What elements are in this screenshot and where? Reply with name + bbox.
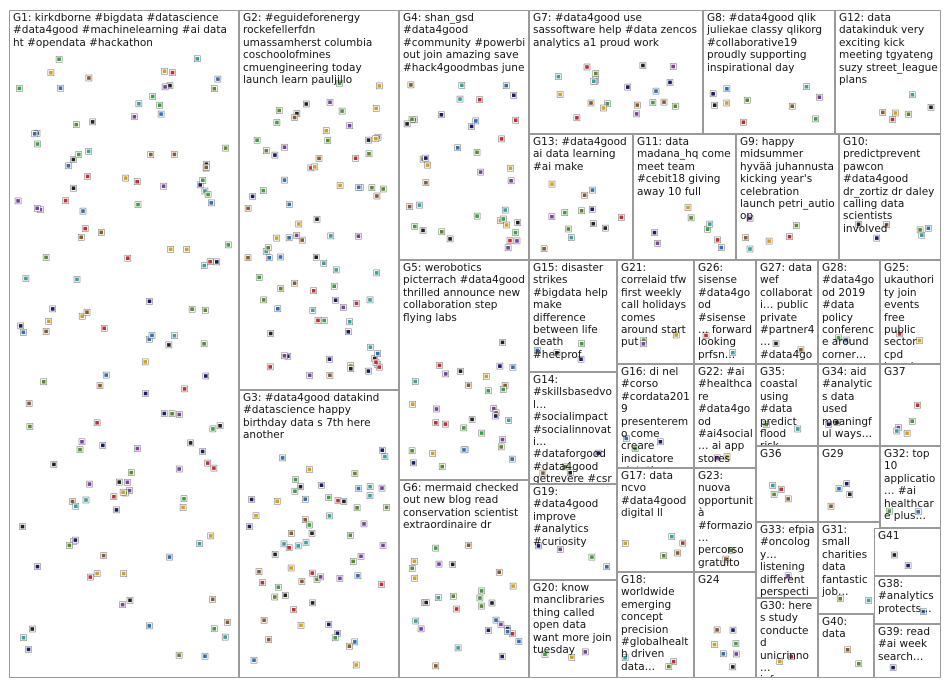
group-label-g3: G3: #data4good datakind #datascience hap… xyxy=(243,392,396,442)
group-box-g26[interactable]: G26: sisense #data4good #sisense… forwar… xyxy=(694,260,756,364)
group-box-g2[interactable]: G2: #eguideforenergy rockefellerfdn umas… xyxy=(239,10,399,390)
group-box-g32[interactable]: G32: top 10 applicatio… #ai healthcare p… xyxy=(880,446,941,528)
group-box-g8[interactable]: G8: #data4good qlik juliekae classy qlik… xyxy=(703,10,835,134)
group-label-g21: G21: correlaid tfw first weekly call hol… xyxy=(621,262,691,349)
group-box-g21[interactable]: G21: correlaid tfw first weekly call hol… xyxy=(617,260,694,364)
group-label-g12: G12: data datakinduk very exciting kick … xyxy=(839,12,938,86)
group-label-g33: G33: efpia #oncology… listening differen… xyxy=(760,524,815,598)
group-label-g39: G39: read #ai week search… xyxy=(878,626,938,663)
group-box-g35[interactable]: G35: coastal using #data predict flood r… xyxy=(756,364,818,446)
group-box-g14[interactable]: G14: #skillsbasedvol… #socialimpact #soc… xyxy=(529,372,617,484)
group-label-g15: G15: disaster strikes #bigdata help make… xyxy=(533,262,614,361)
group-label-g10: G10: predictprevent pawcon #data4good dr… xyxy=(843,136,938,235)
group-box-g37[interactable]: G37 xyxy=(880,364,941,446)
group-box-g12[interactable]: G12: data datakinduk very exciting kick … xyxy=(835,10,941,134)
group-box-g7[interactable]: G7: #data4good use sassoftware help #dat… xyxy=(529,10,703,134)
group-box-g34[interactable]: G34: aid #analytics data used meaningful… xyxy=(818,364,880,446)
group-box-g20[interactable]: G20: know manclibraries thing called ope… xyxy=(529,580,617,678)
group-box-g10[interactable]: G10: predictprevent pawcon #data4good dr… xyxy=(839,134,941,260)
group-box-g40[interactable]: G40: data xyxy=(818,614,874,678)
group-box-g23[interactable]: G23: nuova opportunità #formazio… percor… xyxy=(694,468,756,572)
group-box-g30[interactable]: G30: here s study conducted unicrinno… i… xyxy=(756,598,818,678)
group-label-g23: G23: nuova opportunità #formazio… percor… xyxy=(698,470,753,572)
group-box-g11[interactable]: G11: data madana_hq come meet team #cebi… xyxy=(633,134,736,260)
group-box-g41[interactable]: G41 xyxy=(874,528,941,576)
group-box-g5[interactable]: G5: werobotics picterrach #data4good thr… xyxy=(399,260,529,480)
group-label-g2: G2: #eguideforenergy rockefellerfdn umas… xyxy=(243,12,396,86)
group-label-g25: G25: ukauthority join events free public… xyxy=(884,262,938,364)
group-box-g24[interactable]: G24 xyxy=(694,572,756,678)
group-box-g38[interactable]: G38: #analytics protects… xyxy=(874,576,941,624)
group-label-g9: G9: happy midsummer hyvää juhannusta kic… xyxy=(740,136,836,223)
group-box-g13[interactable]: G13: #data4good ai data learning #ai mak… xyxy=(529,134,633,260)
group-box-g1[interactable]: G1: kirkdborne #bigdata #datascience #da… xyxy=(9,10,239,678)
group-box-g25[interactable]: G25: ukauthority join events free public… xyxy=(880,260,941,364)
group-box-g33[interactable]: G33: efpia #oncology… listening differen… xyxy=(756,522,818,598)
group-label-g7: G7: #data4good use sassoftware help #dat… xyxy=(533,12,700,49)
group-label-g20: G20: know manclibraries thing called ope… xyxy=(533,582,614,656)
group-box-g28[interactable]: G28: #data4good 2019 #data policy confer… xyxy=(818,260,880,364)
group-box-g22[interactable]: G22: #ai #healthcare #data4good #ai4soci… xyxy=(694,364,756,468)
group-label-g35: G35: coastal using #data predict flood r… xyxy=(760,366,815,446)
group-label-g1: G1: kirkdborne #bigdata #datascience #da… xyxy=(13,12,236,49)
group-label-g22: G22: #ai #healthcare #data4good #ai4soci… xyxy=(698,366,753,468)
group-box-g6[interactable]: G6: mermaid checked out new blog read co… xyxy=(399,480,529,678)
group-box-g17[interactable]: G17: data ncvo #data4good digital ll xyxy=(617,468,694,572)
group-label-g34: G34: aid #analytics data used meaningful… xyxy=(822,366,877,440)
group-label-g29: G29 xyxy=(822,448,877,460)
group-label-g38: G38: #analytics protects… xyxy=(878,578,938,615)
group-label-g36: G36 xyxy=(760,448,815,460)
group-box-g15[interactable]: G15: disaster strikes #bigdata help make… xyxy=(529,260,617,372)
group-box-g27[interactable]: G27: data wef collaborati… public privat… xyxy=(756,260,818,364)
group-box-g16[interactable]: G16: di nel #corso #cordata2019 presente… xyxy=(617,364,694,468)
group-label-g26: G26: sisense #data4good #sisense… forwar… xyxy=(698,262,753,361)
group-label-g32: G32: top 10 applicatio… #ai healthcare p… xyxy=(884,448,938,522)
group-box-g19[interactable]: G19: #data4good improve #analytics #curi… xyxy=(529,484,617,580)
group-label-g19: G19: #data4good improve #analytics #curi… xyxy=(533,486,614,548)
group-label-g27: G27: data wef collaborati… public privat… xyxy=(760,262,815,364)
group-label-g37: G37 xyxy=(884,366,938,378)
group-label-g14: G14: #skillsbasedvol… #socialimpact #soc… xyxy=(533,374,614,484)
group-box-g3[interactable]: G3: #data4good datakind #datascience hap… xyxy=(239,390,399,678)
group-label-g24: G24 xyxy=(698,574,753,586)
group-label-g40: G40: data xyxy=(822,616,871,641)
group-label-g17: G17: data ncvo #data4good digital ll xyxy=(621,470,691,520)
group-label-g11: G11: data madana_hq come meet team #cebi… xyxy=(637,136,733,198)
group-label-g31: G31: small charities data fantastic job… xyxy=(822,524,877,598)
group-label-g41: G41 xyxy=(878,530,938,542)
group-label-g28: G28: #data4good 2019 #data policy confer… xyxy=(822,262,877,361)
group-label-g13: G13: #data4good ai data learning #ai mak… xyxy=(533,136,630,173)
group-label-g16: G16: di nel #corso #cordata2019 presente… xyxy=(621,366,691,468)
group-label-g4: G4: shan_gsd #data4good #community #powe… xyxy=(403,12,526,74)
group-label-g5: G5: werobotics picterrach #data4good thr… xyxy=(403,262,526,324)
group-box-g4[interactable]: G4: shan_gsd #data4good #community #powe… xyxy=(399,10,529,260)
group-label-g18: G18: worldwide emerging concept precisio… xyxy=(621,574,691,673)
group-label-g6: G6: mermaid checked out new blog read co… xyxy=(403,482,526,532)
group-box-g18[interactable]: G18: worldwide emerging concept precisio… xyxy=(617,572,694,678)
group-box-g29[interactable]: G29 xyxy=(818,446,880,522)
group-box-g31[interactable]: G31: small charities data fantastic job… xyxy=(818,522,880,614)
group-label-g30: G30: here s study conducted unicrinno… i… xyxy=(760,600,815,678)
group-box-g39[interactable]: G39: read #ai week search… xyxy=(874,624,941,678)
group-label-g8: G8: #data4good qlik juliekae classy qlik… xyxy=(707,12,832,74)
group-box-g9[interactable]: G9: happy midsummer hyvää juhannusta kic… xyxy=(736,134,839,260)
group-box-g36[interactable]: G36 xyxy=(756,446,818,522)
